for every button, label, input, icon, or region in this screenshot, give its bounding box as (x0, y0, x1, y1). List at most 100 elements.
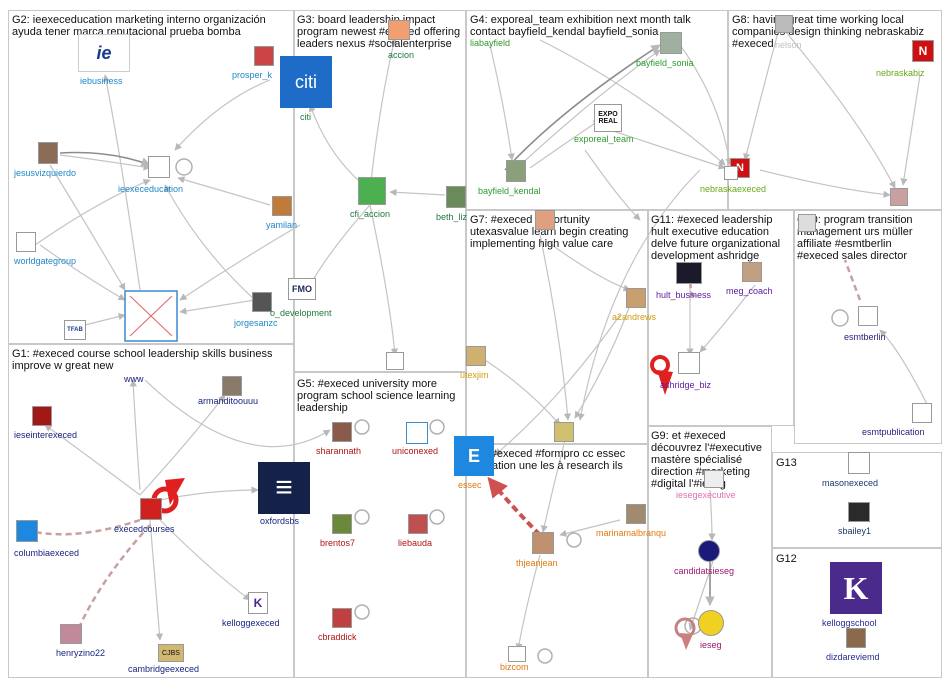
user-avatar-icon (506, 160, 526, 182)
ieseg-logo (704, 470, 724, 488)
node-label: exporeal_team (574, 134, 634, 144)
self-loop (354, 509, 370, 525)
self-loop (429, 509, 445, 525)
user-avatar-icon (626, 504, 646, 524)
mason-logo (848, 452, 870, 474)
edge (879, 329, 931, 411)
edge (179, 299, 256, 315)
edge (389, 188, 446, 196)
node-label: nebraskabiz (876, 68, 925, 78)
citi-logo: citi (280, 56, 332, 108)
edge (59, 154, 151, 171)
node-label: liabayfield (470, 38, 511, 48)
essec-logo-text: E (467, 445, 480, 466)
edge (540, 439, 566, 533)
oxford-logo: ≡ (258, 462, 310, 514)
columbia-logo (16, 520, 38, 542)
globe-icon (406, 422, 428, 444)
accion-logo (358, 177, 386, 205)
edge (529, 119, 601, 169)
self-loop (429, 419, 445, 435)
group-g5-label: G5: #execed university more program scho… (297, 378, 456, 414)
node-label: yamilan (266, 220, 298, 230)
node-label: o_development (270, 308, 332, 318)
group-g8-label: G8: having great time working local comp… (732, 14, 925, 50)
node-label: cbraddick (318, 632, 357, 642)
edge (139, 394, 226, 496)
node-label: worldgategroup (14, 256, 77, 266)
node-label: bayfield_kendal (478, 186, 541, 196)
edge (708, 489, 716, 541)
node-label: kelloggschool (822, 618, 877, 628)
kellogg-logo-text: K (253, 596, 263, 610)
node-label: dizdareviemd (826, 652, 880, 662)
user-avatar-icon (742, 262, 762, 282)
reciprocal-arrow (680, 633, 693, 650)
user-avatar-icon (846, 628, 866, 648)
nebraska-logo-text: N (736, 162, 744, 174)
edge (102, 74, 141, 291)
group-g12-box (772, 548, 942, 678)
user-avatar-icon (775, 15, 793, 33)
node-label: uniconexed (392, 446, 439, 456)
edge (34, 179, 151, 246)
group-g12-label: G12 (776, 553, 797, 565)
node-label: execedcourses (114, 524, 175, 534)
group-g2-label: G2: ieexeceducation marketing interno or… (12, 14, 266, 38)
user-avatar-icon (446, 186, 466, 208)
node-label: nebraskaexeced (700, 184, 767, 194)
node-label: armanditoouuu (198, 396, 259, 406)
self-loop (175, 158, 193, 176)
ie-logo (148, 156, 170, 178)
node-label: nelson (775, 40, 802, 50)
self-loop (354, 419, 370, 435)
group-g1-label: G1: #execed course school leadership ski… (12, 348, 273, 372)
edge (144, 379, 331, 448)
group-g11-label: G11: #execed leadership hult executive e… (651, 214, 781, 262)
kellogg-logo: K (248, 592, 268, 614)
user-avatar-icon (272, 196, 292, 216)
edge-reciprocal-essec (487, 476, 542, 537)
user-avatar-icon (532, 532, 554, 554)
nebraska-logo-text: N (918, 44, 928, 58)
edge (159, 519, 251, 601)
edge (369, 204, 398, 356)
edge (609, 129, 726, 170)
user-avatar-icon (222, 376, 242, 396)
node-label: candidatsieseg (674, 566, 735, 576)
hult-logo (676, 262, 702, 284)
self-loop (537, 648, 553, 664)
edge-dashed (34, 518, 141, 536)
group-g6-label: G6: #execed #formpro cc essec formation … (470, 448, 626, 472)
edge (494, 314, 621, 456)
user-avatar-icon (626, 288, 646, 308)
edge (584, 149, 641, 221)
edge (49, 164, 126, 291)
citi-logo-text: citi (295, 71, 317, 92)
edge-strong (59, 151, 151, 167)
user-avatar-icon (408, 514, 428, 534)
group-g7-label: G7: #execed opportunity utexasvalue lear… (470, 214, 629, 250)
group-g9-box (648, 426, 772, 678)
tfab-logo: TFAB (64, 320, 86, 340)
reciprocal-arrow (657, 370, 673, 395)
edge (489, 44, 515, 161)
tfab-logo-text: TFAB (67, 327, 83, 333)
exporeal-logo-text: EXPO REAL (598, 111, 618, 125)
ieseg-logo (698, 540, 720, 562)
edge (174, 79, 271, 151)
group-g2-box (8, 10, 294, 344)
user-avatar-icon (798, 214, 816, 232)
user-avatar-icon (535, 210, 555, 230)
ashridge-logo (678, 352, 700, 374)
user-avatar-icon (890, 188, 908, 206)
edge (369, 37, 397, 191)
group-g13-label: G13 (776, 457, 797, 469)
edge (149, 519, 164, 641)
node-label: bizcom (500, 662, 529, 672)
node-label: jorgesanzc (234, 318, 278, 328)
node-label: columbiaexeced (14, 548, 80, 558)
node-label: thjeanjean (516, 558, 558, 568)
node-label: marinamalbranqu (596, 528, 667, 538)
fmo-logo-text: FMO (292, 284, 312, 294)
